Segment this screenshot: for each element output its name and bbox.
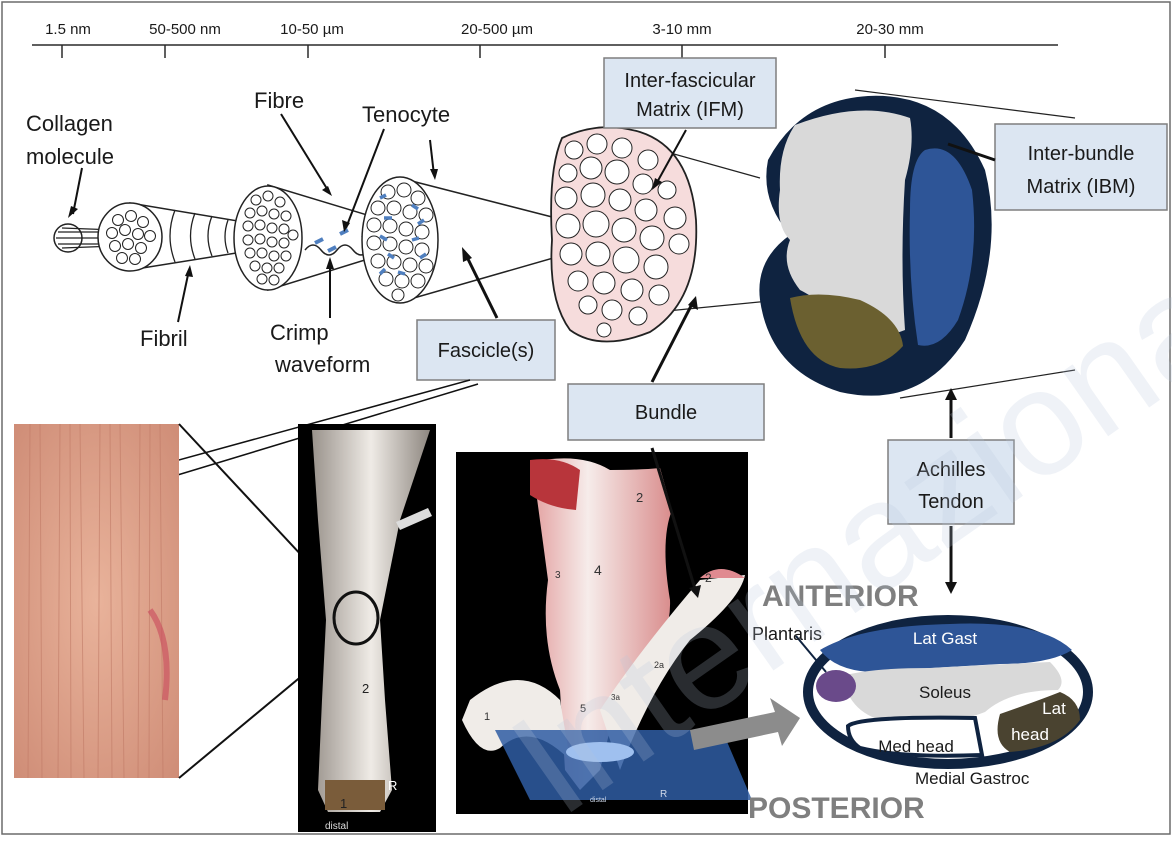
collagen-label-line2: molecule	[26, 144, 114, 169]
lat-head-label-line1: Lat	[1042, 699, 1066, 718]
scale-label: 10-50 µm	[280, 21, 344, 38]
scale-label: 1.5 nm	[45, 21, 91, 38]
photo-label: distal	[325, 821, 348, 832]
achilles-specimen-photo: 2 1 R distal	[298, 424, 436, 832]
ibm-label-line2: Matrix (IBM)	[1027, 176, 1136, 198]
crimp-label-line1: Crimp	[270, 320, 329, 345]
photo-label: 4	[594, 562, 602, 578]
crimp-label-line2: waveform	[274, 352, 370, 377]
collagen-label-line1: Collagen	[26, 111, 113, 136]
fascicle-label: Fascicle(s)	[438, 340, 535, 362]
lat-head-label-line2: head	[1011, 725, 1049, 744]
photo-label: R	[388, 778, 397, 793]
scale-label: 50-500 nm	[149, 21, 221, 38]
posterior-label: POSTERIOR	[748, 792, 925, 825]
scale-label: 20-500 µm	[461, 21, 533, 38]
tenocyte-label: Tenocyte	[362, 102, 450, 127]
photo-label: 2	[362, 681, 369, 696]
bundle-label: Bundle	[635, 402, 697, 424]
ifm-label-line1: Inter-fascicular	[624, 70, 755, 92]
ibm-label-line1: Inter-bundle	[1028, 143, 1135, 165]
tendon-surface-photo	[14, 424, 179, 778]
ifm-label-line2: Matrix (IFM)	[636, 99, 744, 121]
photo-label: 3	[555, 570, 561, 581]
photo-label: 2	[636, 490, 643, 505]
fibre-label: Fibre	[254, 88, 304, 113]
fibril-label: Fibril	[140, 326, 188, 351]
scale-label: 3-10 mm	[652, 21, 711, 38]
scale-label: 20-30 mm	[856, 21, 924, 38]
lat-gast-label: Lat Gast	[913, 629, 978, 648]
photo-label: 1	[340, 796, 347, 811]
medial-gastroc-label: Medial Gastroc	[915, 769, 1030, 788]
med-head-label: Med head	[878, 737, 954, 756]
photo-label: R	[660, 789, 667, 800]
soleus-label: Soleus	[919, 683, 971, 702]
